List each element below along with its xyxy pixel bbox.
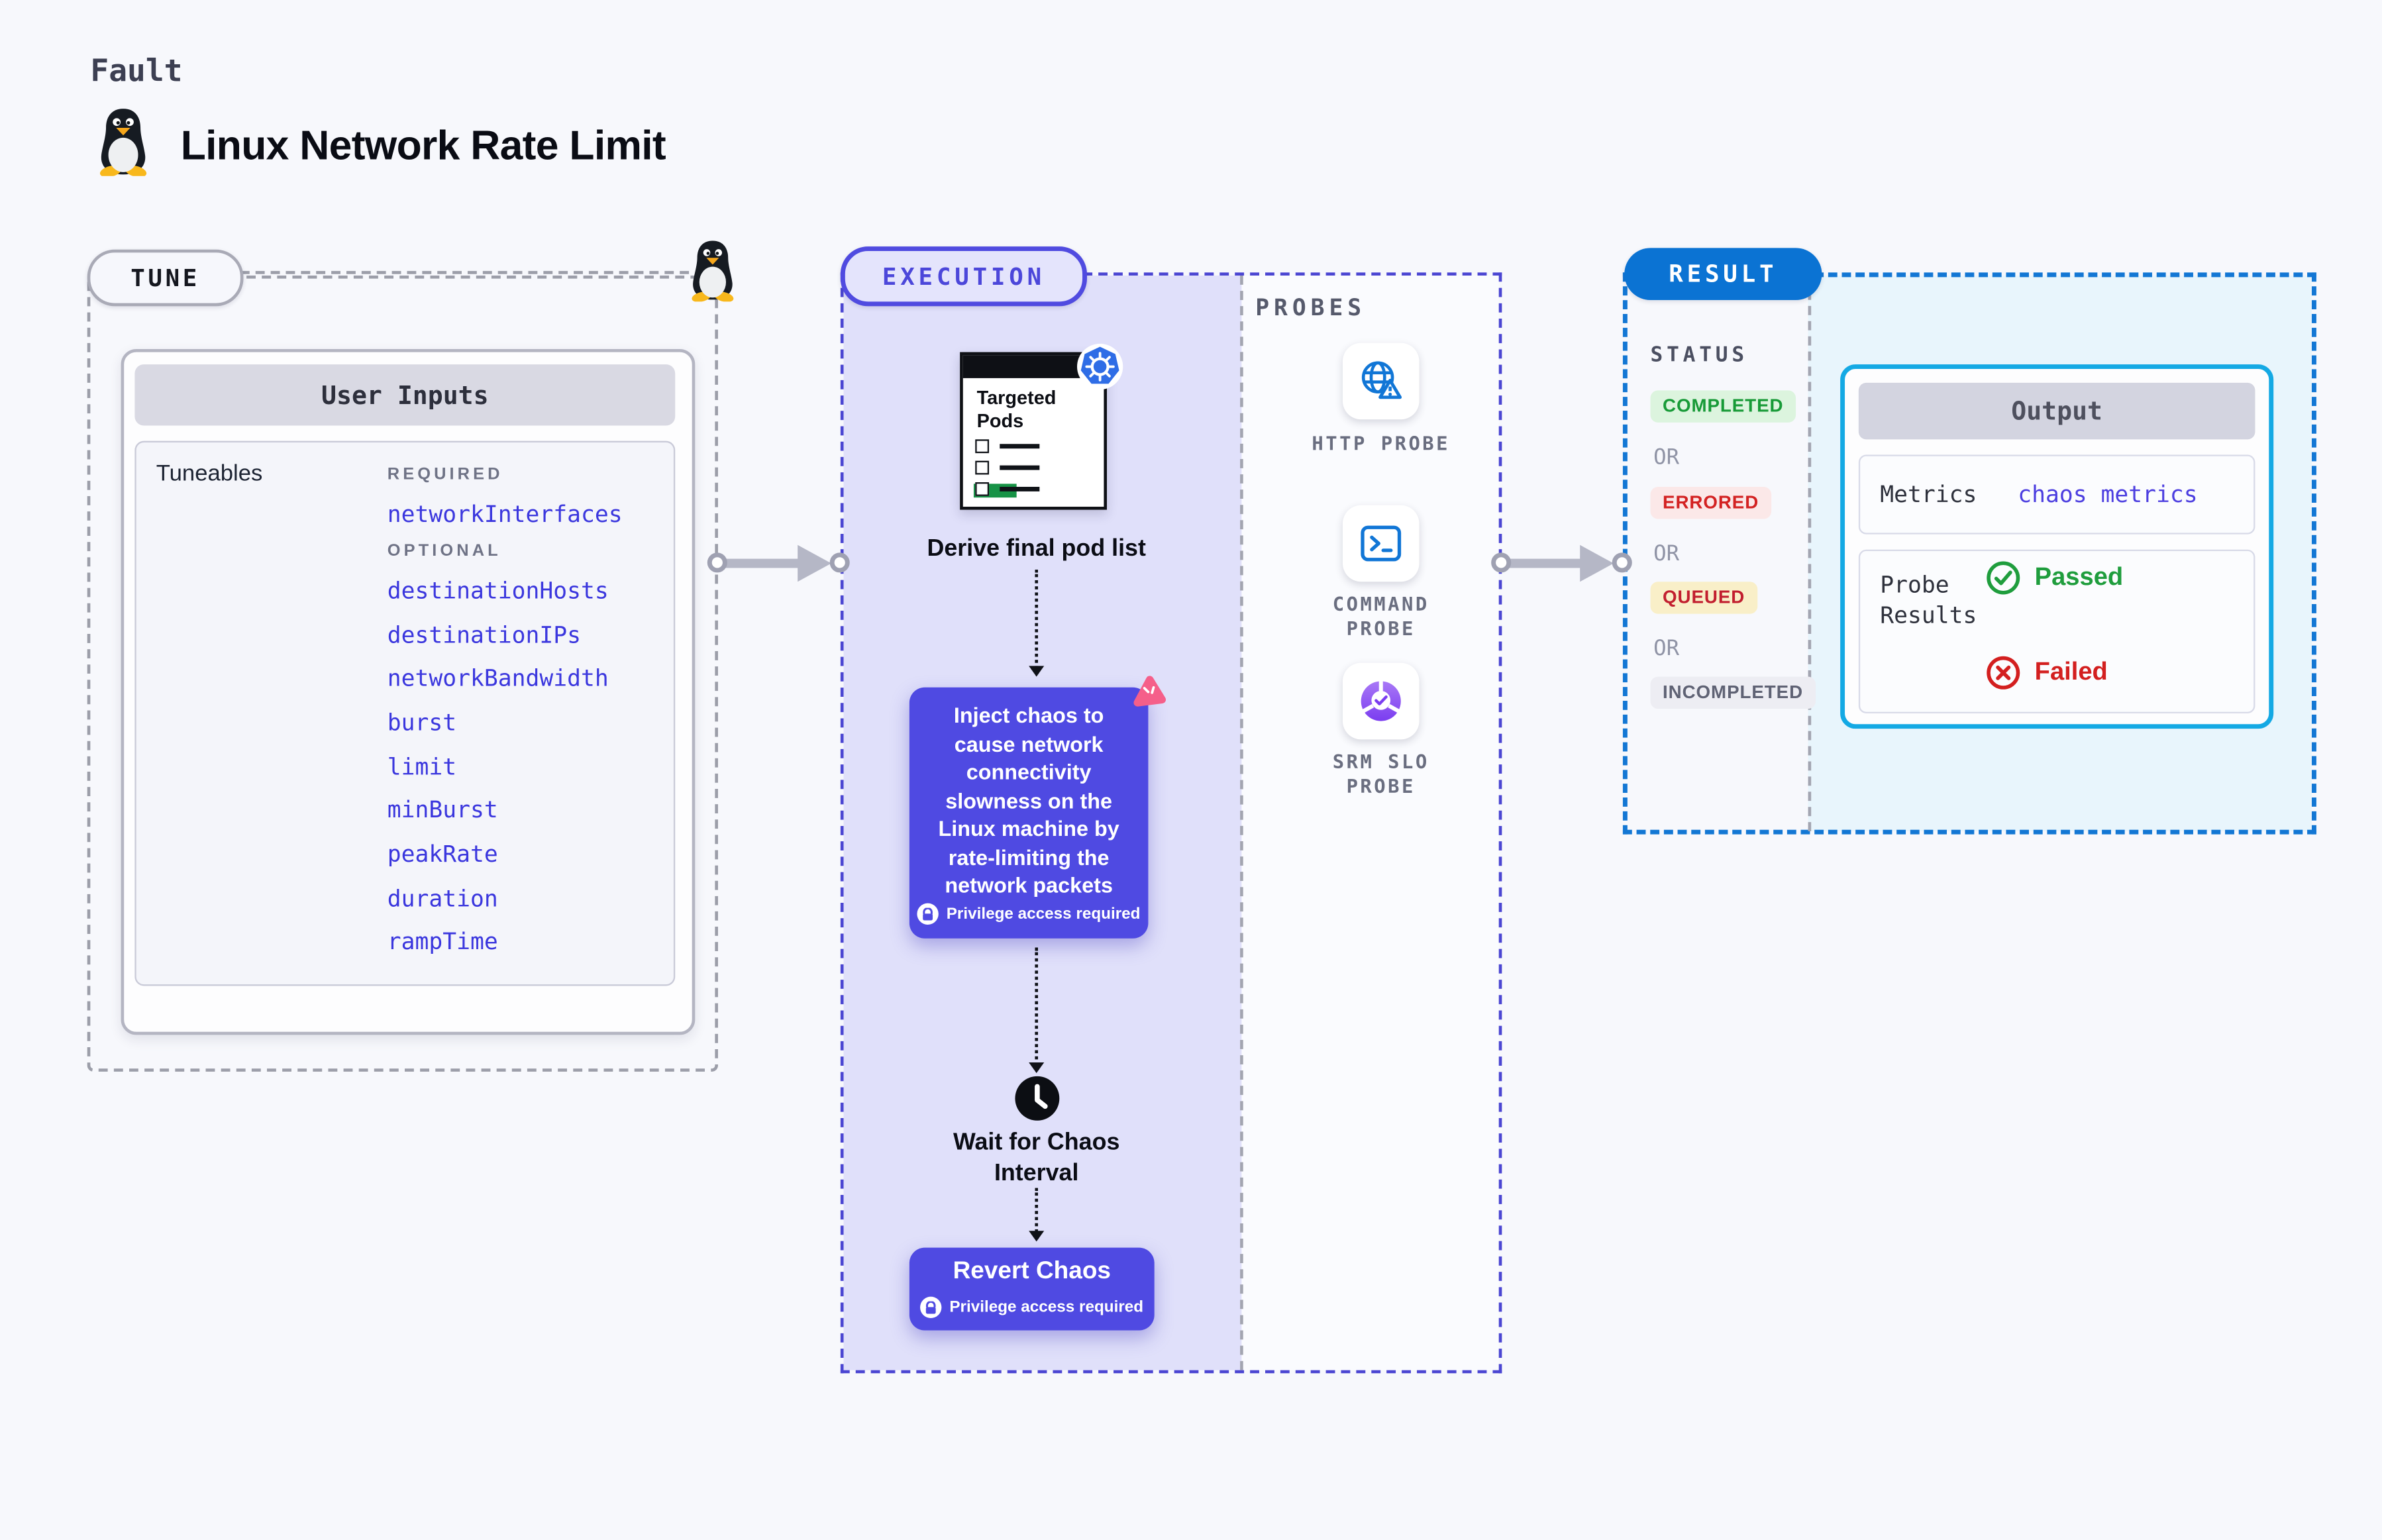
- http-probe-icon: [1361, 361, 1402, 399]
- tuneable-item[interactable]: minBurst: [387, 796, 498, 824]
- tuneables-panel: [134, 440, 676, 986]
- or-label: OR: [1653, 542, 1680, 567]
- tune-group-box: [87, 276, 718, 1072]
- revert-chaos-title: Revert Chaos: [953, 1258, 1111, 1285]
- page-title: Linux Network Rate Limit: [180, 122, 666, 169]
- status-badge-queued: QUEUED: [1650, 582, 1757, 614]
- kubernetes-icon: [1077, 343, 1123, 390]
- targeted-pods-title: Targeted Pods: [976, 387, 1057, 432]
- user-inputs-header: User Inputs: [134, 364, 676, 426]
- status-badge-incompleted: INCOMPLETED: [1650, 676, 1816, 709]
- pod-checkbox: [975, 439, 990, 454]
- tuneable-item[interactable]: destinationHosts: [387, 577, 609, 605]
- wait-chaos-label: Wait for Chaos Interval: [953, 1129, 1120, 1186]
- srm-slo-probe-icon: [1361, 681, 1401, 721]
- failed-label: Failed: [2034, 658, 2108, 686]
- command-probe-label: COMMAND PROBE: [1332, 592, 1429, 641]
- tuneable-item[interactable]: rampTime: [387, 927, 498, 956]
- failed-line: Failed: [1986, 655, 2108, 690]
- tuneable-item[interactable]: peakRate: [387, 840, 498, 868]
- passed-line: Passed: [1986, 560, 2124, 595]
- flow-arrow-down: [1028, 569, 1044, 677]
- http-probe-label: HTTP PROBE: [1312, 431, 1451, 455]
- metrics-value[interactable]: chaos metrics: [2018, 480, 2198, 509]
- execution-section-label: EXECUTION: [882, 262, 1046, 290]
- privilege-label: Privilege access required: [949, 1298, 1144, 1317]
- status-badge-completed: COMPLETED: [1650, 390, 1796, 423]
- command-probe-card: [1342, 505, 1420, 582]
- inject-chaos-card: Inject chaos to cause network connectivi…: [909, 687, 1149, 939]
- clock-icon: [1015, 1076, 1060, 1121]
- tuneable-item[interactable]: duration: [387, 884, 498, 913]
- tune-section-label: TUNE: [130, 264, 200, 292]
- metrics-label: Metrics: [1880, 480, 1977, 509]
- probe-results-label: Probe Results: [1880, 571, 1977, 629]
- output-header: Output: [1858, 382, 2255, 440]
- tuneable-item[interactable]: networkInterfaces: [387, 500, 623, 529]
- fault-kicker: Fault: [90, 52, 183, 89]
- user-inputs-title: User Inputs: [321, 380, 489, 410]
- result-section-label: RESULT: [1669, 260, 1778, 288]
- inject-chaos-text: Inject chaos to cause network connectivi…: [938, 702, 1119, 898]
- command-probe-icon: [1361, 525, 1402, 562]
- revert-chaos-card: Revert Chaos Privilege access required: [909, 1247, 1155, 1331]
- probe-results-row: [1858, 549, 2255, 714]
- execution-group-box: [840, 272, 1502, 1374]
- metrics-row: [1858, 454, 2255, 535]
- tuneable-item[interactable]: burst: [387, 709, 457, 737]
- passed-label: Passed: [2034, 563, 2124, 591]
- connector-circle: [707, 552, 727, 573]
- status-badge-errored: ERRORED: [1650, 486, 1771, 519]
- flow-arrow-down: [1028, 1188, 1044, 1242]
- tuneable-item[interactable]: networkBandwidth: [387, 664, 609, 692]
- tune-section-pill: TUNE: [87, 249, 244, 307]
- connector-circle: [1612, 552, 1632, 573]
- flow-arrow-down: [1028, 947, 1044, 1074]
- x-circle-icon: [1987, 656, 2020, 690]
- result-divider: [1808, 276, 1812, 832]
- or-label: OR: [1653, 637, 1680, 662]
- required-label: REQUIRED: [387, 465, 503, 484]
- connector-circle: [1491, 552, 1512, 573]
- srm-slo-probe-card: [1342, 662, 1420, 740]
- probes-divider: [1240, 276, 1243, 1370]
- tuneables-label: Tuneables: [156, 460, 263, 487]
- output-title: Output: [2011, 396, 2103, 426]
- execution-section-pill: EXECUTION: [840, 246, 1087, 307]
- pod-checkbox: [975, 460, 990, 475]
- http-probe-card: [1342, 342, 1420, 420]
- pod-checkbox: [975, 482, 990, 496]
- probes-panel: [1241, 276, 1499, 1370]
- or-label: OR: [1653, 445, 1680, 470]
- probes-label: PROBES: [1255, 293, 1367, 322]
- tuneable-item[interactable]: limit: [387, 753, 457, 781]
- derive-pod-list-label: Derive final pod list: [927, 535, 1146, 562]
- chaos-icon: [1133, 676, 1166, 707]
- lock-icon: [920, 1296, 942, 1318]
- optional-label: OPTIONAL: [387, 542, 501, 560]
- tux-penguin-icon: [99, 109, 147, 176]
- status-label: STATUS: [1650, 342, 1748, 368]
- check-circle-icon: [1987, 561, 2020, 595]
- result-section-pill: RESULT: [1624, 248, 1822, 301]
- tune-dashed-connector: [240, 271, 690, 274]
- lock-icon: [917, 903, 939, 925]
- connector-circle: [829, 552, 850, 573]
- tux-penguin-icon: [692, 240, 734, 302]
- srm-slo-probe-label: SRM SLO PROBE: [1332, 750, 1429, 798]
- tuneable-item[interactable]: destinationIPs: [387, 621, 581, 649]
- privilege-label: Privilege access required: [946, 904, 1141, 923]
